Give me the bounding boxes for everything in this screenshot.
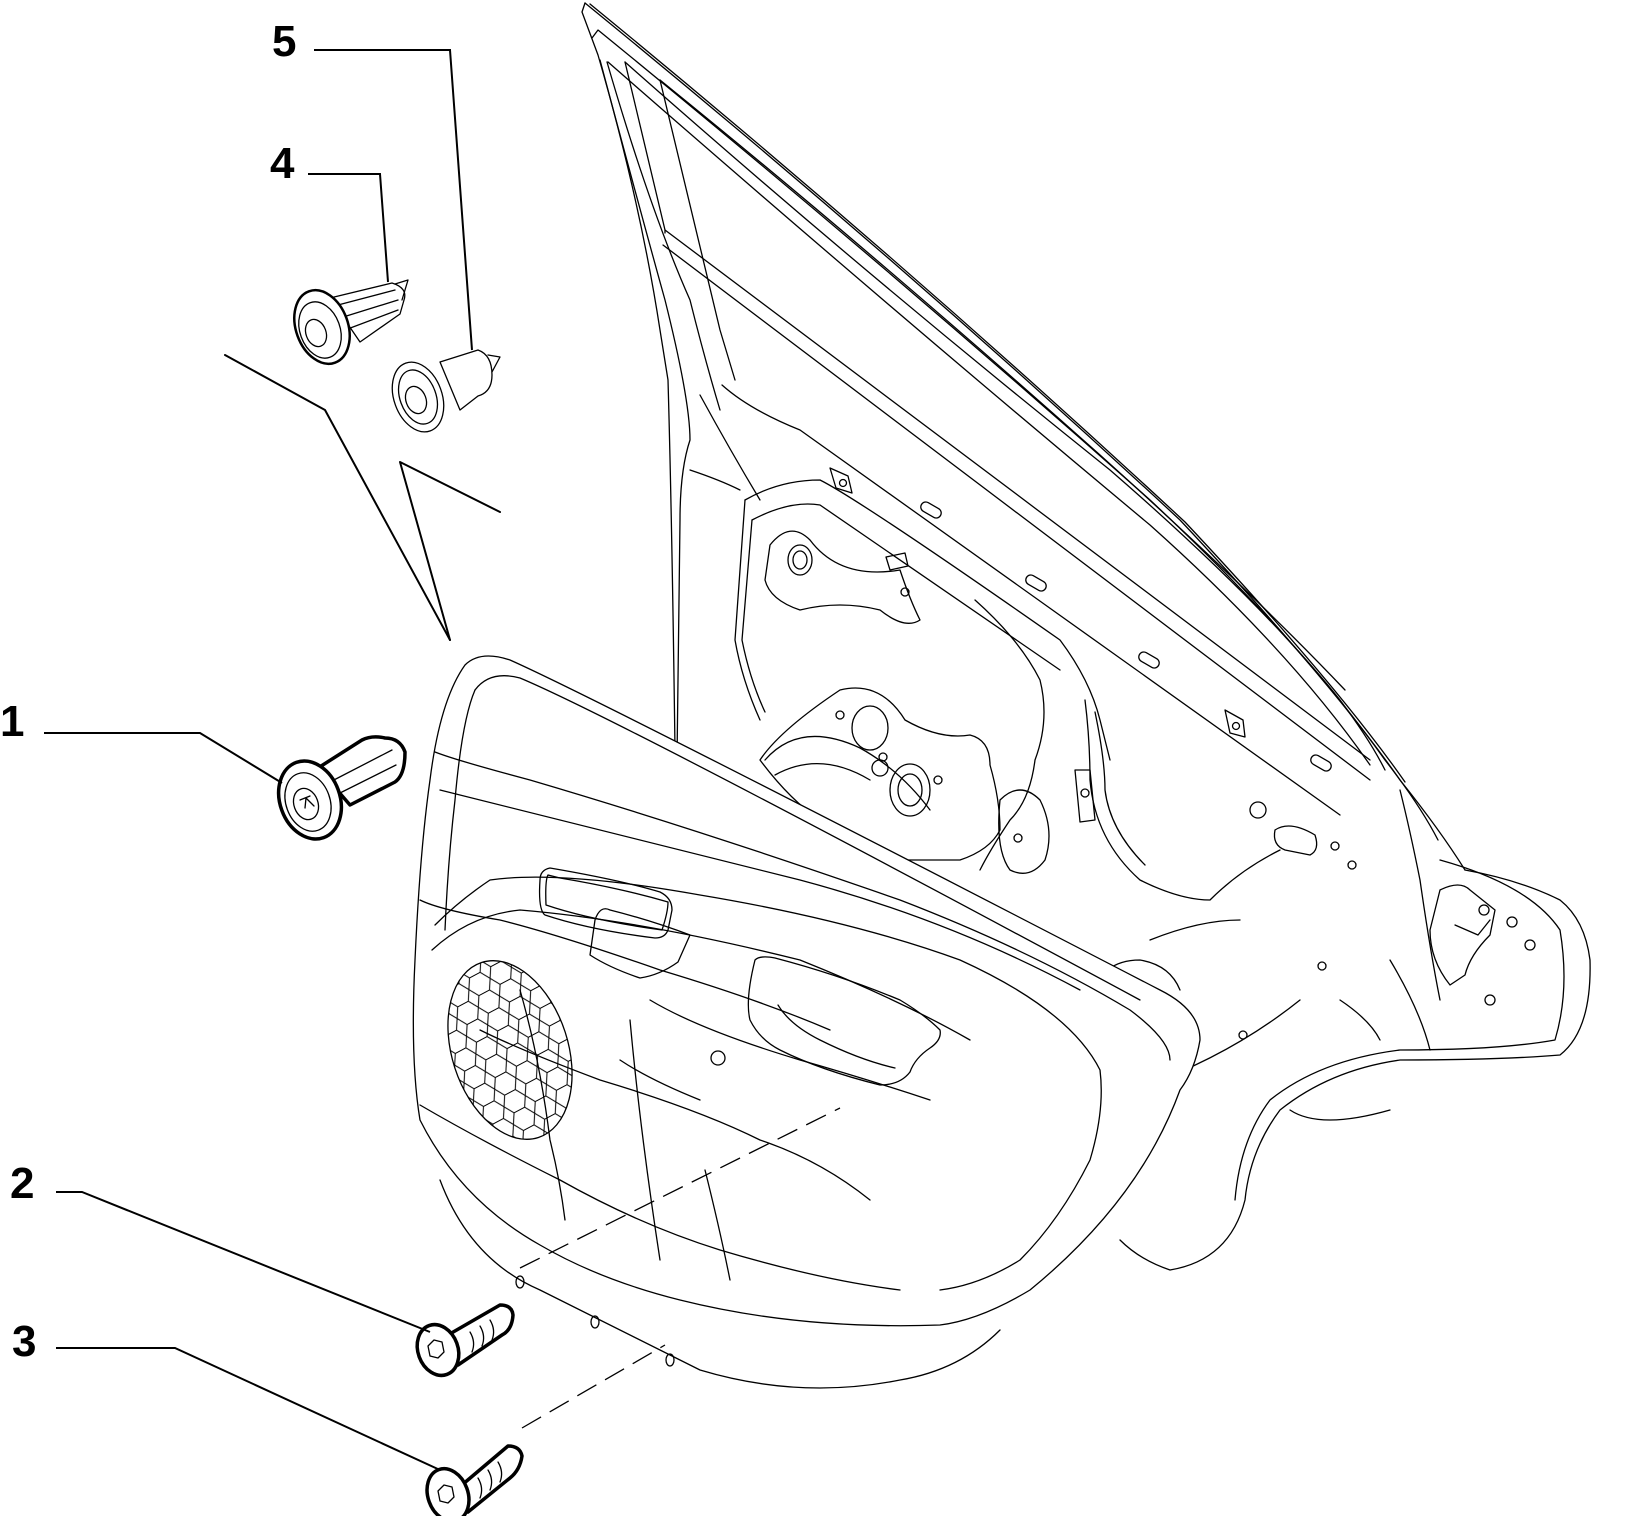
part-3-screw bbox=[425, 1444, 524, 1521]
part-4-clip bbox=[293, 279, 409, 366]
part-1-clip bbox=[276, 735, 407, 841]
alignment-line-screw-3 bbox=[521, 1344, 666, 1429]
part-2-screw bbox=[415, 1303, 515, 1378]
leader-2 bbox=[56, 1191, 431, 1333]
callout-3: 3 bbox=[12, 1317, 37, 1366]
callout-2: 2 bbox=[10, 1159, 35, 1208]
speaker-grille bbox=[447, 960, 573, 1140]
leader-3 bbox=[56, 1347, 441, 1471]
leader-5 bbox=[314, 49, 473, 351]
leader-lines bbox=[44, 49, 473, 1471]
callout-4: 4 bbox=[270, 139, 295, 188]
alignment-line-screw-2 bbox=[519, 1107, 841, 1269]
assembly-direction-arrow bbox=[224, 354, 501, 641]
door-shell bbox=[581, 2, 1591, 1271]
part-5-plug bbox=[391, 349, 501, 433]
door-trim-panel bbox=[412, 655, 1201, 1389]
leader-1 bbox=[44, 732, 283, 784]
leader-4 bbox=[308, 173, 389, 283]
callout-5: 5 bbox=[272, 17, 297, 66]
callout-1: 1 bbox=[0, 697, 25, 746]
